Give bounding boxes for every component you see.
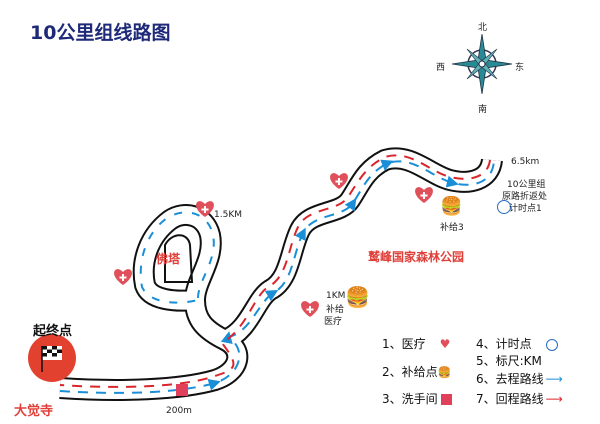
toilet-distance-label: 200m [166, 406, 192, 416]
legend-item-medical: 1、医疗 ♥ [382, 335, 450, 352]
legend-num: 7、 [476, 392, 496, 406]
km-1-5-label: 1.5KM [214, 210, 242, 220]
legend-num: 6、 [476, 372, 496, 386]
pagoda-label: 佛塔 [156, 252, 181, 266]
legend-text: 洗手间 [401, 392, 438, 406]
start-label: 起终点 [33, 324, 73, 339]
medical-heart-icon [113, 268, 133, 290]
route-track [59, 147, 503, 401]
food-supply-icon: 🍔 [437, 366, 452, 379]
legend-item-return: 7、回程路线⟶ [476, 390, 563, 407]
medical-heart-icon [195, 200, 215, 222]
food-supply-icon: 🍔 [440, 196, 463, 217]
compass-rose [451, 33, 513, 95]
turnaround-label-2: 原路折返处 [502, 192, 548, 202]
medical-label: 医疗 [324, 317, 343, 327]
toilet-icon [176, 384, 188, 396]
page-title: 10公里组线路图 [30, 22, 171, 44]
legend-item-timing: 4、计时点 [476, 335, 558, 352]
legend-num: 5、 [476, 354, 496, 368]
heart-plus-icon: ♥ [439, 337, 451, 351]
red-arrow-icon: ⟶ [545, 392, 563, 406]
pagoda-area [164, 234, 194, 283]
outbound-route [59, 159, 495, 394]
compass-west: 西 [436, 63, 446, 73]
food-supply-icon: 🍔 [345, 285, 370, 309]
medical-heart-icon [300, 300, 320, 322]
distance-6-5km-label: 6.5km [511, 157, 540, 167]
legend-item-supply: 2、补给点🍔 [382, 363, 451, 380]
legend-num: 1、 [382, 337, 402, 351]
turnaround-label-1: 10公里组 [507, 180, 546, 190]
legend-num: 4、 [476, 337, 496, 351]
medical-heart-icon [414, 186, 434, 208]
blue-arrow-icon: ⟶ [545, 372, 563, 386]
compass-south: 南 [478, 105, 488, 115]
pagoda-loop-arrows [139, 211, 215, 304]
compass-east: 东 [515, 63, 525, 73]
legend-text: 去程路线 [495, 372, 544, 386]
medical-heart-icon [329, 172, 349, 194]
legend-text: 回程路线 [495, 392, 544, 406]
temple-label: 大觉寺 [14, 404, 54, 419]
legend-text: 标尺:KM [495, 354, 542, 368]
legend-item-outbound: 6、去程路线⟶ [476, 370, 563, 387]
stopwatch-icon [545, 338, 558, 351]
supply-label: 补给 [326, 305, 345, 315]
supply-3-label: 补给3 [440, 223, 464, 233]
legend-item-toilet: 3、洗手间 [382, 390, 452, 407]
legend-num: 2、 [382, 365, 402, 379]
start-flag-marker [28, 334, 76, 382]
stopwatch-icon [497, 200, 511, 214]
legend-item-scale: 5、标尺:KM [476, 352, 542, 369]
legend-num: 3、 [382, 392, 402, 406]
legend-text: 补给点 [401, 365, 438, 379]
km-1-label: 1KM [326, 291, 346, 301]
park-label: 鹫峰国家森林公园 [368, 250, 465, 264]
toilet-icon [440, 394, 452, 405]
compass-north: 北 [478, 23, 488, 33]
legend-text: 医疗 [401, 337, 426, 351]
timing-point-label: 计时点1 [509, 204, 542, 214]
legend-text: 计时点 [495, 337, 532, 351]
return-route [59, 154, 491, 388]
